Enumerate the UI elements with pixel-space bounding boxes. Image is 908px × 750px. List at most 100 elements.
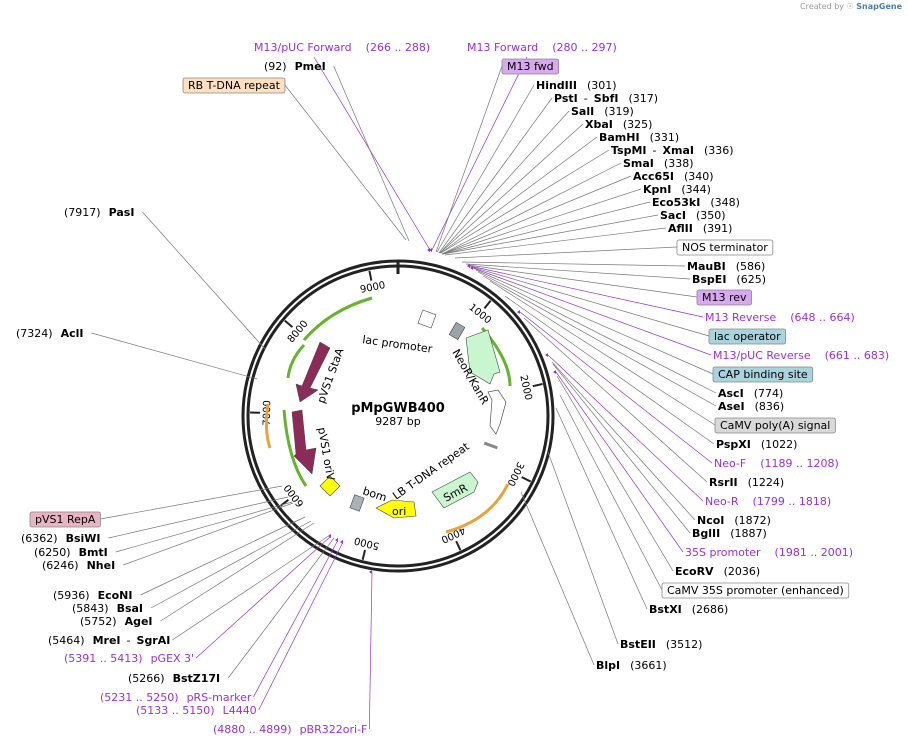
label-rsrii[interactable]: RsrII(1224) <box>709 476 784 489</box>
label-econi[interactable]: (5936)EcoNI <box>53 589 132 602</box>
label-l4440[interactable]: (5133 .. 5150)L4440 <box>136 704 257 717</box>
label-xbai[interactable]: XbaI(325) <box>585 118 652 131</box>
label-m13-puc-forward[interactable]: M13/pUC Forward(266 .. 288) <box>254 41 430 54</box>
lac-promoter-label: lac promoter <box>362 333 434 356</box>
label-smai[interactable]: SmaI(338) <box>623 157 694 170</box>
label-bstxi[interactable]: BstXI(2686) <box>649 603 728 616</box>
label-camv-poly-a-signal[interactable]: CaMV poly(A) signal <box>714 417 836 434</box>
leader-m13-puc-reverse <box>472 267 712 356</box>
label-eco53ki[interactable]: Eco53kI(348) <box>652 196 740 209</box>
label-ecorv[interactable]: EcoRV(2036) <box>675 565 760 578</box>
svg-text:(344): (344) <box>681 183 711 196</box>
label-maubi[interactable]: MauBI(586) <box>687 260 765 273</box>
svg-text:(6246): (6246) <box>42 559 79 572</box>
leader-econi <box>140 516 306 596</box>
label-pasi[interactable]: (7917)PasI <box>64 206 134 219</box>
neor-kanr-arrow[interactable] <box>465 329 501 385</box>
label-ncoi[interactable]: NcoI(1872) <box>697 514 771 527</box>
pvs1-oriv-arrow[interactable] <box>291 409 317 475</box>
label-asci[interactable]: AscI(774) <box>718 387 783 400</box>
svg-text:Neo-R: Neo-R <box>705 495 739 508</box>
label-pmei[interactable]: (92)PmeI <box>264 60 326 73</box>
yellow-diamond[interactable] <box>319 475 341 497</box>
label-nhei[interactable]: (6246)NheI <box>42 559 115 572</box>
label-bsai[interactable]: (5843)BsaI <box>72 602 143 615</box>
svg-text:BglII: BglII <box>692 527 720 540</box>
label-camv-35s-promoter-enhanced-[interactable]: CaMV 35S promoter (enhanced) <box>661 582 850 599</box>
label-agei[interactable]: (5752)AgeI <box>80 615 153 628</box>
svg-text:(6250): (6250) <box>34 546 71 559</box>
label-bglii[interactable]: BglII(1887) <box>692 527 767 540</box>
label-rb-t-dna-repeat[interactable]: RB T-DNA repeat <box>182 77 286 94</box>
camv-35s-arrow[interactable] <box>487 389 507 435</box>
label-bmti[interactable]: (6250)BmtI <box>34 546 108 559</box>
label-blpi[interactable]: BlpI(3661) <box>596 659 667 672</box>
ori-arrow[interactable] <box>375 499 417 519</box>
svg-text:AgeI: AgeI <box>125 615 153 628</box>
label-m13-forward[interactable]: M13 Forward(280 .. 297) <box>467 41 617 54</box>
label-prs-marker[interactable]: (5231 .. 5250)pRS-marker <box>100 691 252 704</box>
label-acli[interactable]: (7324)AclI <box>16 327 83 340</box>
tick-5000 <box>361 549 367 560</box>
leader-rb-t-dna-repeat <box>284 84 407 241</box>
label-nos-terminator[interactable]: NOS terminator <box>676 239 774 256</box>
label-bstz17i[interactable]: (5266)BstZ17I <box>128 672 220 685</box>
label-neo-r[interactable]: Neo-R(1799 .. 1818) <box>705 495 831 508</box>
label-sali[interactable]: SalI(319) <box>571 105 634 118</box>
label-acc65i[interactable]: Acc65I(340) <box>633 170 714 183</box>
label-kpni[interactable]: KpnI(344) <box>643 183 711 196</box>
label-35s-promoter[interactable]: 35S promoter(1981 .. 2001) <box>685 546 853 559</box>
label-hindiii[interactable]: HindIII(301) <box>536 79 617 92</box>
label-pvs1-repa[interactable]: pVS1 RepA <box>29 511 101 528</box>
label-tspmi[interactable]: TspMI-XmaI(336) <box>611 144 734 157</box>
label-bsiwi[interactable]: (6362)BsiWI <box>21 532 101 545</box>
svg-text:(3661): (3661) <box>630 659 667 672</box>
svg-text:(7917): (7917) <box>64 206 101 219</box>
svg-text:(1872): (1872) <box>734 514 771 527</box>
leader-cap-binding-site <box>475 269 714 375</box>
svg-text:pGEX 3': pGEX 3' <box>151 652 195 665</box>
svg-text:(338): (338) <box>664 157 694 170</box>
label-layer: M13/pUC Forward(266 .. 288) M13 Forward(2… <box>16 41 889 736</box>
leader-agei <box>160 522 315 622</box>
label-m13-rev[interactable]: M13 rev <box>696 289 752 306</box>
label-m13-fwd[interactable]: M13 fwd <box>501 58 560 75</box>
svg-text:(319): (319) <box>604 105 634 118</box>
leader-bstxi <box>555 407 648 610</box>
svg-text:SgrAI: SgrAI <box>137 634 171 647</box>
svg-text:(7324): (7324) <box>16 327 53 340</box>
pvs1-staa-arrow[interactable] <box>295 341 331 403</box>
tick-3000 <box>521 476 532 483</box>
label-m13-puc-reverse[interactable]: M13/pUC Reverse(661 .. 683) <box>713 349 889 362</box>
label-bsteii[interactable]: BstEII(3512) <box>620 638 702 651</box>
label-pspxi[interactable]: PspXI(1022) <box>716 438 797 451</box>
label-lac-operator[interactable]: lac operator <box>708 328 787 345</box>
label-cap-binding-site[interactable]: CAP binding site <box>712 366 814 383</box>
svg-text:-: - <box>584 92 588 105</box>
tick-label-6000: 6000 <box>282 482 306 509</box>
bom-box[interactable] <box>349 494 365 512</box>
label-psti[interactable]: PstI-SbfI(317) <box>554 92 658 105</box>
leader-bglii <box>552 363 691 534</box>
ori-label: ori <box>392 505 406 518</box>
svg-text:(5266): (5266) <box>128 672 165 685</box>
label-pbr322ori-f[interactable]: (4880 .. 4899)pBR322ori-F <box>213 723 367 736</box>
label-pgex-3-[interactable]: (5391 .. 5413)pGEX 3' <box>64 652 194 665</box>
svg-text:pBR322ori-F: pBR322ori-F <box>300 723 368 736</box>
label-bamhi[interactable]: BamHI(331) <box>599 131 679 144</box>
label-mrei[interactable]: (5464)MreI-SgrAI <box>48 634 170 647</box>
lac-promoter-box[interactable] <box>417 309 437 329</box>
smr-arrow[interactable] <box>431 471 479 509</box>
leader-m13-forward <box>431 56 528 251</box>
label-neo-f[interactable]: Neo-F(1189 .. 1208) <box>714 457 839 470</box>
label-asei[interactable]: AseI(836) <box>718 400 784 413</box>
svg-text:CAP binding site: CAP binding site <box>718 368 808 381</box>
lac-operator-box[interactable] <box>448 322 466 340</box>
bom-label: bom <box>361 484 388 504</box>
label-saci[interactable]: SacI(350) <box>660 209 726 222</box>
label-bspei[interactable]: BspEI(625) <box>692 273 766 286</box>
label-m13-reverse[interactable]: M13 Reverse(648 .. 664) <box>705 311 855 324</box>
tick-9000 <box>368 270 373 281</box>
label-aflii[interactable]: AflII(391) <box>668 222 732 235</box>
svg-text:(661 .. 683): (661 .. 683) <box>825 349 890 362</box>
